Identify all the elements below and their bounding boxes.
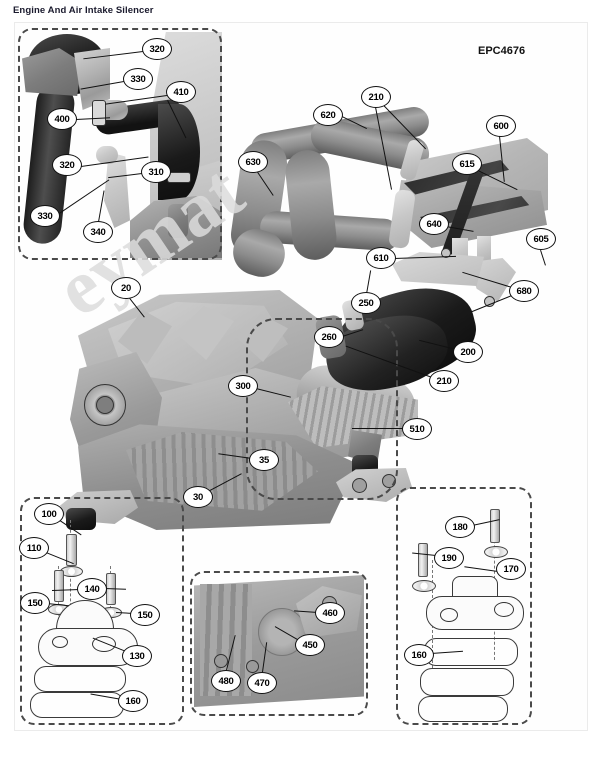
callout-450[interactable]: 450 bbox=[295, 634, 325, 656]
figure-code: EPC4676 bbox=[478, 45, 526, 57]
callout-400[interactable]: 400 bbox=[47, 108, 77, 130]
callout-160[interactable]: 160 bbox=[118, 690, 148, 712]
inset-bottom-right bbox=[396, 487, 532, 725]
callout-300[interactable]: 300 bbox=[228, 375, 258, 397]
callout-410[interactable]: 410 bbox=[166, 81, 196, 103]
callout-320[interactable]: 320 bbox=[142, 38, 172, 60]
callout-340[interactable]: 340 bbox=[83, 221, 113, 243]
callout-620[interactable]: 620 bbox=[313, 104, 343, 126]
callout-190[interactable]: 190 bbox=[434, 547, 464, 569]
callout-470[interactable]: 470 bbox=[247, 672, 277, 694]
callout-20[interactable]: 20 bbox=[111, 277, 141, 299]
callout-110[interactable]: 110 bbox=[19, 537, 49, 559]
callout-160[interactable]: 160 bbox=[404, 644, 434, 666]
callout-320[interactable]: 320 bbox=[52, 154, 82, 176]
callout-30[interactable]: 30 bbox=[183, 486, 213, 508]
callout-330[interactable]: 330 bbox=[123, 68, 153, 90]
callout-250[interactable]: 250 bbox=[351, 292, 381, 314]
callout-210[interactable]: 210 bbox=[361, 86, 391, 108]
inset-middle bbox=[246, 318, 398, 500]
callout-640[interactable]: 640 bbox=[419, 213, 449, 235]
callout-140[interactable]: 140 bbox=[77, 578, 107, 600]
inset-bottom-left bbox=[20, 497, 184, 725]
callout-150[interactable]: 150 bbox=[20, 592, 50, 614]
callout-610[interactable]: 610 bbox=[366, 247, 396, 269]
page-title: Engine And Air Intake Silencer bbox=[13, 5, 154, 16]
callout-100[interactable]: 100 bbox=[34, 503, 64, 525]
callout-180[interactable]: 180 bbox=[445, 516, 475, 538]
callout-130[interactable]: 130 bbox=[122, 645, 152, 667]
inset-top-left bbox=[18, 28, 222, 260]
callout-35[interactable]: 35 bbox=[249, 449, 279, 471]
callout-330[interactable]: 330 bbox=[30, 205, 60, 227]
callout-310[interactable]: 310 bbox=[141, 161, 171, 183]
callout-200[interactable]: 200 bbox=[453, 341, 483, 363]
callout-630[interactable]: 630 bbox=[238, 151, 268, 173]
callout-460[interactable]: 460 bbox=[315, 602, 345, 624]
callout-260[interactable]: 260 bbox=[314, 326, 344, 348]
callout-210[interactable]: 210 bbox=[429, 370, 459, 392]
inset-bottom-center bbox=[190, 571, 368, 716]
callout-615[interactable]: 615 bbox=[452, 153, 482, 175]
callout-150[interactable]: 150 bbox=[130, 604, 160, 626]
callout-170[interactable]: 170 bbox=[496, 558, 526, 580]
callout-510[interactable]: 510 bbox=[402, 418, 432, 440]
callout-480[interactable]: 480 bbox=[211, 670, 241, 692]
callout-605[interactable]: 605 bbox=[526, 228, 556, 250]
callout-680[interactable]: 680 bbox=[509, 280, 539, 302]
callout-600[interactable]: 600 bbox=[486, 115, 516, 137]
